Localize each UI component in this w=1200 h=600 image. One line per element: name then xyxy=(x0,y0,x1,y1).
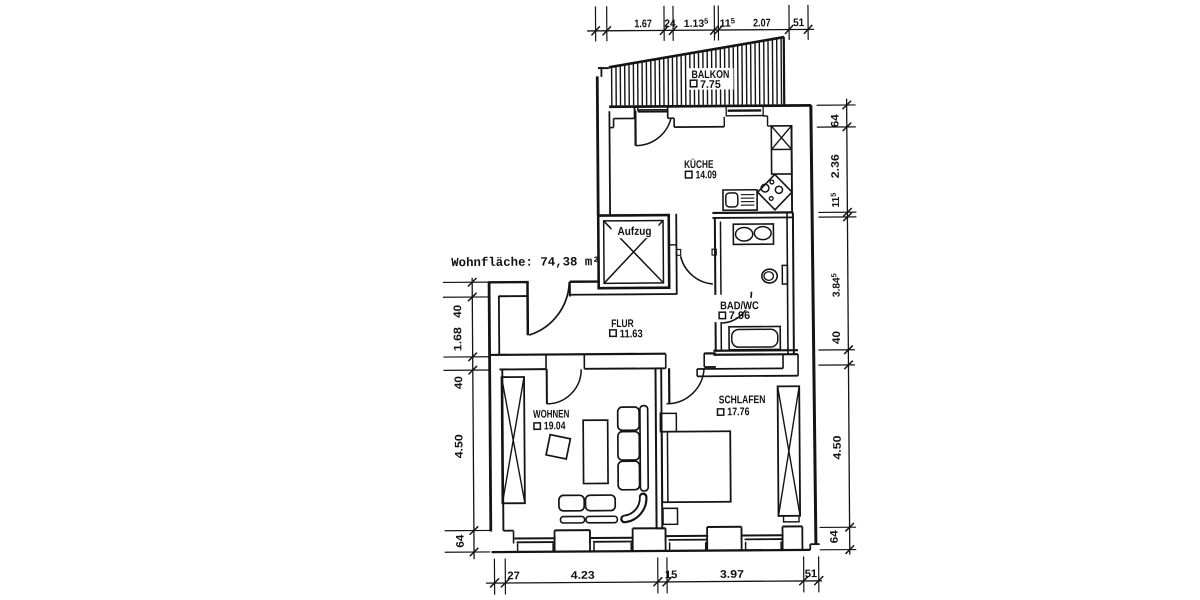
svg-text:KÜCHE: KÜCHE xyxy=(684,158,713,171)
svg-text:2.36: 2.36 xyxy=(830,154,842,178)
svg-text:4.50: 4.50 xyxy=(832,435,844,459)
svg-text:19.04: 19.04 xyxy=(544,420,566,432)
svg-text:Aufzug: Aufzug xyxy=(617,226,651,238)
svg-text:15: 15 xyxy=(665,569,678,581)
svg-text:24: 24 xyxy=(664,18,676,30)
svg-text:7.96: 7.96 xyxy=(729,310,750,322)
svg-text:27: 27 xyxy=(507,570,520,582)
svg-text:4.23: 4.23 xyxy=(571,570,595,582)
svg-text:40: 40 xyxy=(452,305,464,318)
svg-text:Wohnfläche: 74,38 m²: Wohnfläche: 74,38 m² xyxy=(451,255,600,270)
svg-text:SCHLAFEN: SCHLAFEN xyxy=(719,394,766,406)
svg-text:1.135: 1.135 xyxy=(684,17,710,30)
svg-text:51: 51 xyxy=(793,17,804,29)
svg-text:4.50: 4.50 xyxy=(453,434,465,458)
svg-text:BAD/WC: BAD/WC xyxy=(720,300,759,312)
svg-text:11.63: 11.63 xyxy=(620,328,643,340)
svg-text:64: 64 xyxy=(455,534,467,548)
svg-text:2.07: 2.07 xyxy=(753,17,771,29)
svg-text:BALKON: BALKON xyxy=(691,69,729,81)
svg-text:1.68: 1.68 xyxy=(452,327,464,351)
svg-text:17.76: 17.76 xyxy=(727,406,749,418)
svg-text:3.97: 3.97 xyxy=(720,569,744,581)
svg-text:WOHNEN: WOHNEN xyxy=(533,408,569,420)
svg-text:40: 40 xyxy=(831,331,843,344)
svg-text:64: 64 xyxy=(829,529,841,543)
svg-text:14.09: 14.09 xyxy=(696,169,717,181)
svg-text:40: 40 xyxy=(453,376,465,389)
svg-text:51: 51 xyxy=(805,568,818,580)
svg-text:64: 64 xyxy=(829,113,841,127)
svg-text:3.845: 3.845 xyxy=(829,273,842,297)
svg-text:FLUR: FLUR xyxy=(611,318,634,330)
svg-text:1.67: 1.67 xyxy=(634,18,652,30)
svg-text:7.75: 7.75 xyxy=(700,79,721,91)
